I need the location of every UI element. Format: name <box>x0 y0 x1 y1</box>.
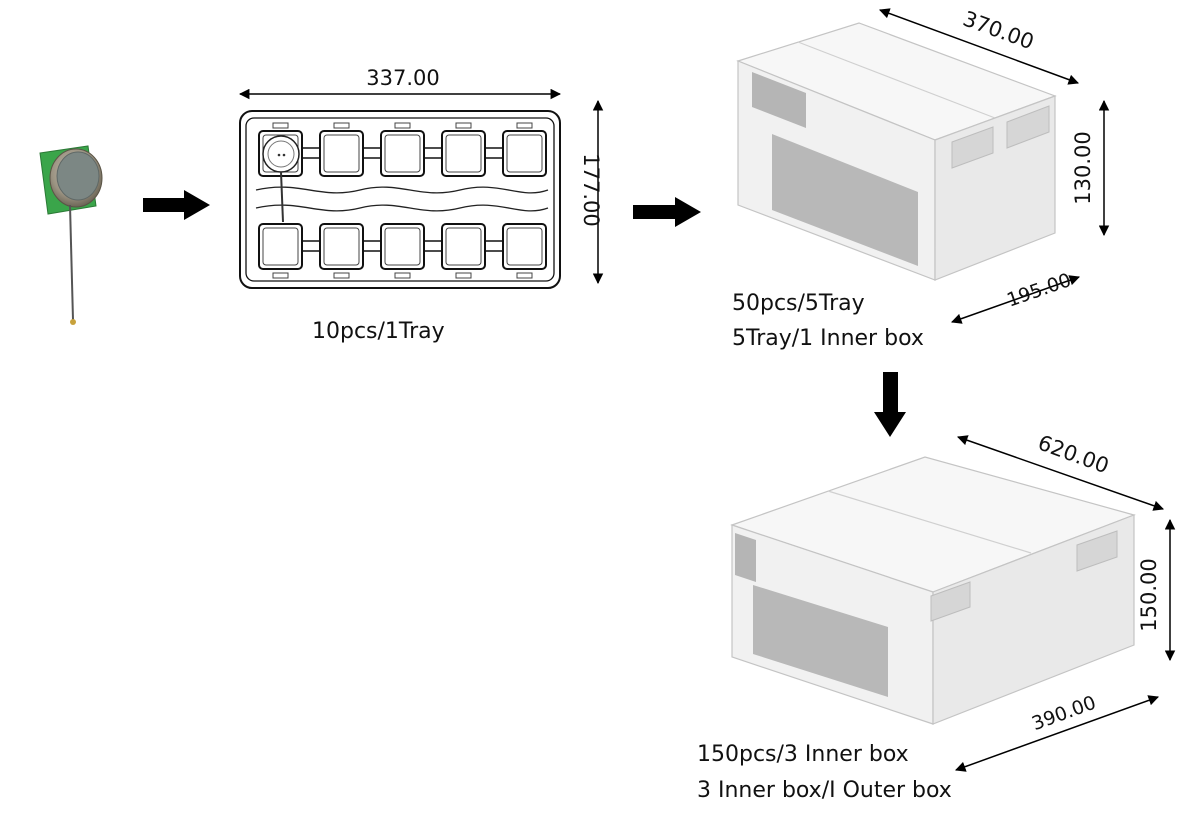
tray-pocket-inner <box>445 227 482 266</box>
antenna-connector <box>70 319 76 325</box>
inner-box-side-label-1 <box>951 126 994 169</box>
tray-drawing <box>239 110 561 289</box>
tray-center-channel <box>255 186 549 212</box>
inner-box-caption-line-1: 50pcs/5Tray <box>732 291 865 316</box>
antenna-patch-top <box>56 151 100 201</box>
flow-arrow-3 <box>874 372 906 437</box>
tray-pocket-connector <box>424 240 442 252</box>
antenna-product-image <box>39 145 103 325</box>
tray-edge-tab <box>333 122 350 129</box>
tray-edge-tab <box>455 122 472 129</box>
tray-edge-tab <box>394 272 411 279</box>
tray-pocket-connector <box>424 147 442 159</box>
outer-box-caption-line-2: 3 Inner box/I Outer box <box>697 778 952 803</box>
outer-box-width-dimension-line <box>955 695 1159 772</box>
tray-edge-tab <box>272 272 289 279</box>
inner-box-length-label: 370.00 <box>960 7 1037 55</box>
tray-pocket-connector <box>363 147 381 159</box>
outer-box-side-label-2 <box>1076 530 1118 572</box>
inner-box-width-dimension-line <box>951 275 1080 324</box>
tray-pocket <box>258 223 303 270</box>
inner-box-width-label: 195.00 <box>1004 269 1074 311</box>
flow-arrow-1 <box>143 190 210 220</box>
tray-pocket-inner <box>445 134 482 173</box>
inner-box-label-large <box>772 134 918 266</box>
tray-pocket-connector <box>363 240 381 252</box>
inner-box-length-dimension-line <box>879 8 1079 85</box>
tray-height-label: 177.00 <box>579 153 603 226</box>
tray-edge-tab <box>516 122 533 129</box>
tray-pocket <box>319 223 364 270</box>
tray-width-label: 337.00 <box>366 66 439 90</box>
tray-edge-tab <box>333 272 350 279</box>
inner-box-label-small <box>752 72 806 128</box>
tray-pocket-inner <box>323 227 360 266</box>
tray-pocket <box>502 130 547 177</box>
outer-box-side-label-1 <box>930 581 971 622</box>
antenna-cable <box>69 204 74 321</box>
tray-caption: 10pcs/1Tray <box>312 319 445 344</box>
tray-pocket-inner <box>384 227 421 266</box>
flow-arrow-2 <box>633 197 701 227</box>
outer-box-height-label: 150.00 <box>1137 558 1161 631</box>
tray-pocket-inner <box>323 134 360 173</box>
inner-box-caption-line-2: 5Tray/1 Inner box <box>732 326 924 351</box>
tray-pocket <box>380 223 425 270</box>
outer-box-length-label: 620.00 <box>1035 431 1112 479</box>
tray-pocket <box>502 223 547 270</box>
tray-pocket-inner <box>262 227 299 266</box>
tray-pocket-inner <box>384 134 421 173</box>
tray-edge-tab <box>455 272 472 279</box>
tray-pocket-connector <box>302 147 320 159</box>
outer-box-drawing <box>730 456 1136 725</box>
outer-box-caption-line-1: 150pcs/3 Inner box <box>697 742 909 767</box>
outer-box-label-small <box>735 533 756 582</box>
tray-pocket <box>441 130 486 177</box>
tray-pocket <box>441 223 486 270</box>
outer-box-label-large <box>753 585 888 697</box>
inner-box-side-label-2 <box>1006 105 1050 149</box>
tray-pocket-connector <box>485 147 503 159</box>
tray-edge-tab <box>394 122 411 129</box>
tray-pocket <box>380 130 425 177</box>
tray-edge-tab <box>272 122 289 129</box>
tray-pocket <box>319 130 364 177</box>
tray-pocket-inner <box>506 134 543 173</box>
tray-pocket-inner <box>506 227 543 266</box>
tray-pocket-connector <box>302 240 320 252</box>
outer-box-width-label: 390.00 <box>1029 692 1099 735</box>
inner-box-drawing <box>736 22 1057 281</box>
tray-edge-tab <box>516 272 533 279</box>
tray-pocket-connector <box>485 240 503 252</box>
outer-box-length-dimension-line <box>957 435 1164 511</box>
inner-box-height-label: 130.00 <box>1071 131 1095 204</box>
